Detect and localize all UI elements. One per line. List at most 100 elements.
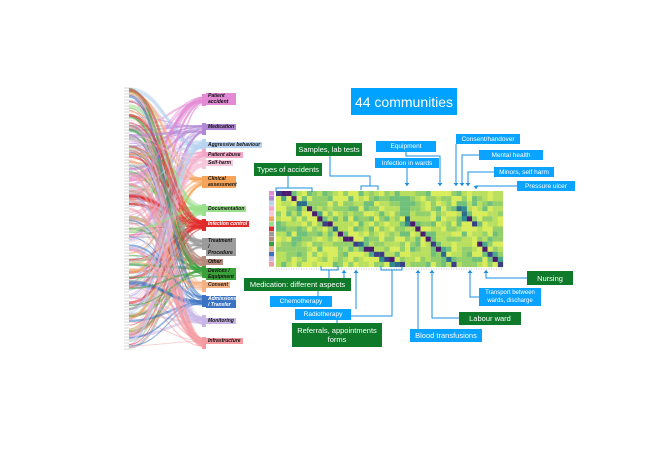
heatmap-cell: [415, 211, 421, 217]
heatmap-cell: [487, 211, 493, 217]
heatmap-cell: [435, 211, 442, 217]
heatmap-cell: [332, 226, 339, 232]
arrow-nursing: [483, 270, 489, 273]
heatmap-cell: [425, 251, 431, 257]
heatmap-cell: [363, 256, 369, 263]
heatmap-cell: [368, 226, 375, 232]
heatmap-cell: [296, 196, 302, 202]
heatmap-cell: [477, 211, 483, 217]
heatmap-cell: [389, 196, 395, 202]
heatmap-cell: [343, 191, 349, 197]
heatmap-cell: [276, 246, 282, 252]
heatmap-cell: [291, 246, 297, 252]
heatmap-cell: [332, 191, 339, 197]
heatmap-cell: [353, 201, 359, 207]
heatmap-cell: [327, 211, 333, 217]
heatmap-cell: [281, 256, 287, 263]
heatmap-cell: [332, 211, 339, 217]
heatmap-cell: [441, 216, 447, 222]
heatmap-cell: [394, 216, 400, 222]
label-radiotherapy: Radiotherapy: [295, 309, 351, 320]
heatmap-cell: [374, 216, 380, 222]
heatmap-cell: [482, 191, 488, 197]
heatmap-cell: [487, 261, 493, 268]
heatmap-cell: [461, 261, 467, 268]
heatmap-cell: [389, 256, 395, 263]
heatmap-cell: [322, 201, 328, 207]
heatmap-cell: [322, 241, 328, 247]
heatmap-cell: [456, 256, 462, 263]
heatmap-cell: [482, 236, 488, 242]
heatmap-cell: [461, 236, 467, 242]
heatmap-cell: [374, 221, 380, 227]
heatmap-cell: [317, 191, 323, 197]
heatmap-cell: [358, 256, 364, 263]
heatmap-cell: [466, 236, 473, 242]
heatmap-cell: [291, 226, 297, 232]
category-node: [202, 295, 206, 307]
heatmap-cell: [384, 211, 390, 217]
heatmap-cell: [368, 191, 375, 197]
heatmap-cell: [296, 236, 302, 242]
heatmap-cell: [430, 191, 437, 197]
heatmap-cell: [425, 206, 431, 212]
heatmap-cell: [482, 261, 488, 268]
heatmap-cell: [497, 206, 504, 212]
heatmap-cell: [322, 236, 328, 242]
heatmap-cell: [466, 196, 473, 202]
heatmap-cell: [477, 191, 483, 197]
heatmap-cell: [322, 256, 328, 263]
heatmap-cell: [446, 201, 452, 207]
heatmap-cell: [497, 256, 504, 263]
heatmap-cell: [389, 231, 395, 237]
heatmap-cell: [446, 191, 452, 197]
heatmap-cell: [317, 201, 323, 207]
heatmap-cell: [291, 261, 297, 268]
heatmap-cell: [337, 231, 344, 237]
heatmap-cell: [456, 261, 462, 268]
flow-ribbon: [128, 280, 206, 306]
heatmap-cell: [394, 206, 400, 212]
heatmap-cell: [404, 201, 411, 207]
heatmap-cell: [435, 226, 442, 232]
heatmap-cell: [466, 191, 473, 197]
heatmap-cell: [466, 246, 473, 252]
heatmap-cell: [296, 241, 302, 247]
heatmap-cell: [363, 211, 369, 217]
heatmap-cell: [415, 261, 421, 268]
category-label: Self-harm: [206, 160, 234, 166]
heatmap-cell: [451, 256, 457, 263]
heatmap-cell: [425, 191, 431, 197]
heatmap-cell: [466, 211, 473, 217]
heatmap-cell: [379, 206, 385, 212]
arrow-chemotherapy: [341, 270, 347, 273]
heatmap-cell: [430, 261, 437, 268]
label-minors-self-harm: Minors, self harm: [494, 167, 554, 177]
row-color-key: [269, 201, 274, 206]
heatmap-cell: [317, 236, 323, 242]
heatmap-cell: [317, 226, 323, 232]
heatmap-cell: [399, 216, 406, 222]
connector-equipment: [405, 152, 441, 186]
heatmap-cell: [343, 196, 349, 202]
heatmap-cell: [441, 256, 447, 263]
connector-minors: [467, 171, 494, 186]
heatmap-cell: [394, 191, 400, 197]
heatmap-cell: [389, 241, 395, 247]
heatmap-cell: [430, 221, 437, 227]
heatmap-cell: [420, 261, 426, 268]
heatmap-cell: [497, 236, 504, 242]
row-color-key: [269, 236, 274, 242]
heatmap-cell: [286, 211, 292, 217]
heatmap-cell: [337, 256, 344, 263]
heatmap-cell: [348, 236, 354, 242]
label-transport: Transport between wards, discharge: [479, 288, 541, 306]
heatmap-cell: [379, 221, 385, 227]
heatmap-cell: [384, 191, 390, 197]
heatmap-cell: [492, 231, 498, 237]
heatmap-cell: [358, 221, 364, 227]
heatmap-cell: [492, 221, 498, 227]
heatmap-cell: [456, 201, 462, 207]
heatmap-cell: [435, 251, 442, 257]
heatmap-cell: [379, 261, 385, 268]
